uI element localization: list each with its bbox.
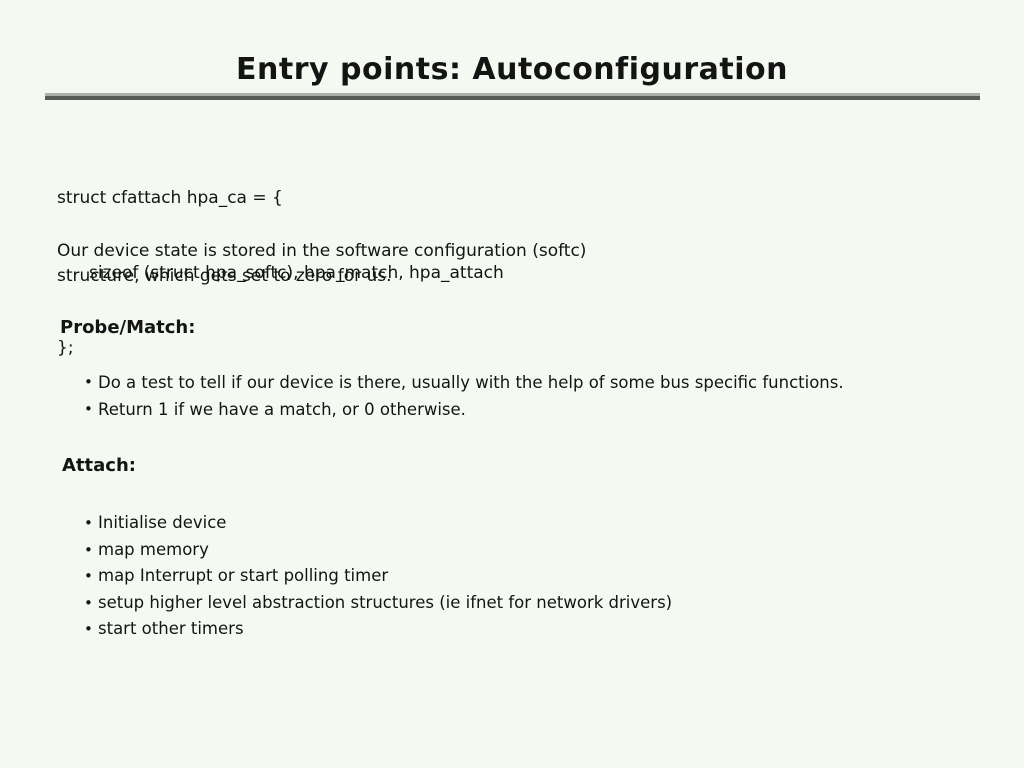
bullet-item: start other timers <box>84 616 672 643</box>
slide-title: Entry points: Autoconfiguration <box>236 52 788 87</box>
bullet-item: setup higher level abstraction structure… <box>84 590 672 617</box>
bullet-text: map Interrupt or start polling timer <box>98 566 389 585</box>
section-heading-attach: Attach: <box>62 455 136 476</box>
bullet-item: Do a test to tell if our device is there… <box>84 369 844 396</box>
probe-match-bullet-list: Do a test to tell if our device is there… <box>84 369 844 423</box>
title-divider-light-line <box>45 93 980 96</box>
attach-bullet-list: Initialise device map memory map Interru… <box>84 510 672 643</box>
bullet-text: Return 1 if we have a match, or 0 otherw… <box>98 400 466 419</box>
bullet-item: Initialise device <box>84 510 672 537</box>
paragraph-line: Our device state is stored in the softwa… <box>57 241 587 261</box>
title-divider-dark-line <box>45 96 980 100</box>
code-block: struct cfattach hpa_ca = { sizeof (struc… <box>57 136 504 411</box>
bullet-item: map memory <box>84 537 672 564</box>
bullet-item: map Interrupt or start polling timer <box>84 563 672 590</box>
code-line: struct cfattach hpa_ca = { <box>57 188 283 208</box>
bullet-text: start other timers <box>98 619 244 638</box>
section-heading-probe-match: Probe/Match: <box>60 317 196 338</box>
paragraph-line: structure, which gets set to zero for us… <box>57 266 392 286</box>
bullet-text: Do a test to tell if our device is there… <box>98 373 844 392</box>
intro-paragraph: Our device state is stored in the softwa… <box>57 239 586 289</box>
code-line: }; <box>57 338 74 358</box>
bullet-text: map memory <box>98 539 209 559</box>
code-line: sizeof (struct hpa_softc), hpa_match, hp… <box>89 263 504 283</box>
bullet-text: setup higher level abstraction structure… <box>98 592 673 612</box>
title-divider <box>45 93 980 100</box>
bullet-text: Initialise device <box>98 513 227 532</box>
bullet-item: Return 1 if we have a match, or 0 otherw… <box>84 396 844 423</box>
